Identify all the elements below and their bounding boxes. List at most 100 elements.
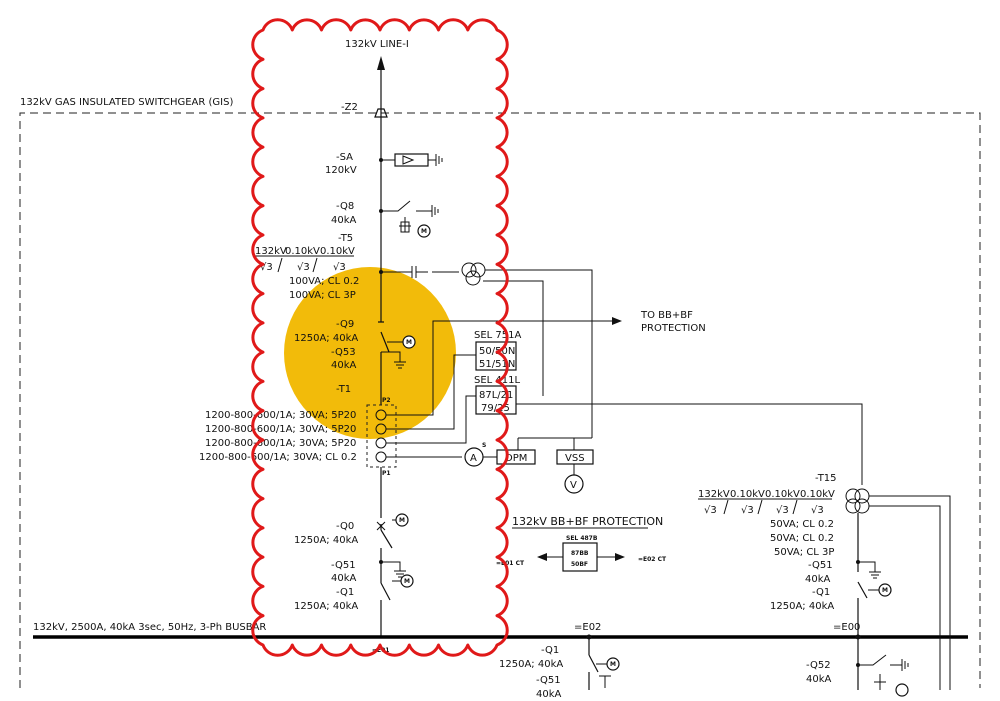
- q9-disconnector: [378, 315, 390, 405]
- svg-text:√3: √3: [776, 505, 789, 516]
- svg-text:0.10kV: 0.10kV: [765, 489, 800, 500]
- svg-text:50BF: 50BF: [571, 561, 588, 568]
- t1-label: -T1: [336, 384, 351, 395]
- revision-cloud: [251, 18, 509, 657]
- svg-text:√3: √3: [811, 505, 824, 516]
- t1-p2: P2: [382, 397, 391, 404]
- q0-rating: 1250A; 40kA: [294, 535, 358, 546]
- svg-text:79/25: 79/25: [481, 403, 510, 414]
- svg-text:0.10kV: 0.10kV: [285, 246, 320, 257]
- bay3-q51-rating: 40kA: [805, 574, 831, 585]
- q8-motor-icon: [417, 224, 431, 238]
- highlight-circle: [284, 267, 456, 439]
- bay2-q1-motor-icon: [606, 657, 620, 671]
- svg-text:51/51N: 51/51N: [479, 359, 515, 370]
- e00-label: =E00: [833, 622, 860, 633]
- busbar-label: 132kV, 2500A, 40kA 3sec, 50Hz, 3-Ph BUSB…: [33, 622, 266, 633]
- vss-label: VSS: [565, 453, 585, 464]
- dpm-label: DPM: [505, 453, 527, 464]
- svg-text:M: M: [882, 587, 888, 594]
- q8-earthing-switch: [381, 200, 439, 217]
- bbbf-relay-name: SEL 487B: [566, 535, 598, 542]
- t5-vt-winding-2: [470, 262, 486, 278]
- svg-text:M: M: [421, 228, 427, 235]
- t15-burden-3: 50VA; CL 3P: [774, 547, 834, 558]
- vss-box: [556, 449, 594, 465]
- q0-breaker: [380, 524, 393, 562]
- gis-enclosure: [19, 112, 981, 688]
- z2-label: -Z2: [341, 102, 358, 113]
- svg-text:132kV: 132kV: [698, 489, 730, 500]
- svg-text:0.10kV: 0.10kV: [730, 489, 765, 500]
- ammeter-label: A: [470, 453, 477, 464]
- t1-core-2: 1200-800-600/1A; 30VA; 5P20: [205, 424, 356, 435]
- bay3-q52-rating: 40kA: [806, 674, 832, 685]
- bay2-q51-rating: 40kA: [536, 689, 562, 700]
- t5-burden-1: 100VA; CL 0.2: [289, 276, 359, 287]
- q8-rating: 40kA: [331, 215, 357, 226]
- t15-burden-1: 50VA; CL 0.2: [770, 519, 834, 530]
- bbbf-left-ct: =E01 CT: [496, 560, 525, 567]
- t15-burden-2: 50VA; CL 0.2: [770, 533, 834, 544]
- svg-text:M: M: [404, 578, 410, 585]
- svg-text:87BB: 87BB: [571, 550, 589, 557]
- svg-text:132kV: 132kV: [255, 246, 287, 257]
- q0-motor-icon: [395, 513, 409, 527]
- q9-label: -Q9: [336, 319, 354, 330]
- svg-text:0.10kV: 0.10kV: [800, 489, 835, 500]
- to-bbbf-label-1: TO BB+BF: [640, 310, 693, 321]
- t5-burden-2: 100VA; CL 3P: [289, 290, 356, 301]
- svg-text:M: M: [399, 517, 405, 524]
- bay3-q1-label: -Q1: [812, 587, 830, 598]
- t5-label: -T5: [338, 233, 353, 244]
- bay3-main-line: [857, 513, 868, 690]
- q9-rating: 1250A; 40kA: [294, 333, 358, 344]
- q53-label: -Q53: [331, 347, 356, 358]
- bay2-q51-label: -Q51: [536, 675, 561, 686]
- bay2-q1-label: -Q1: [541, 645, 559, 656]
- q51-motor-icon: [400, 574, 414, 588]
- q1-rating: 1250A; 40kA: [294, 601, 358, 612]
- bay2-q1-rating: 1250A; 40kA: [499, 659, 563, 670]
- e01-label: =E01: [372, 647, 389, 654]
- gis-title: 132kV GAS INSULATED SWITCHGEAR (GIS): [20, 97, 233, 108]
- sa-rating: 120kV: [325, 165, 357, 176]
- bay3-q52-label: -Q52: [806, 660, 831, 671]
- t1-core-4: 1200-800-600/1A; 30VA; CL 0.2: [199, 452, 357, 463]
- q1-disconnector: [380, 562, 391, 637]
- q9-motor-icon: [402, 335, 416, 349]
- sel751-title: SEL 751A: [474, 330, 522, 341]
- bay3-q1-rating: 1250A; 40kA: [770, 601, 834, 612]
- line-arrow: [377, 56, 385, 70]
- t1-core-1: 1200-800-600/1A; 30VA; 5P20: [205, 410, 356, 421]
- t15-vt-winding-1: [845, 488, 861, 504]
- svg-text:87L/21: 87L/21: [479, 390, 513, 401]
- svg-text:√3: √3: [260, 262, 273, 273]
- t1-ct-enclosure: [366, 404, 397, 468]
- sa-label: -SA: [336, 152, 353, 163]
- ct-mark: S: [482, 442, 486, 449]
- sel751-relay-box: [475, 341, 517, 371]
- bay3-q52-motor-icon: [895, 683, 909, 697]
- z2-bushing-symbol: [374, 108, 388, 118]
- svg-text:M: M: [406, 339, 412, 346]
- line-label: 132kV LINE-I: [345, 39, 409, 50]
- q51-rating: 40kA: [331, 573, 357, 584]
- bay3-q51-label: -Q51: [808, 560, 833, 571]
- surge-arrester-symbol: [394, 153, 429, 167]
- q1-label: -Q1: [336, 587, 354, 598]
- to-bbbf-arrow: [612, 317, 622, 325]
- t1-core-3: 1200-800-600/1A; 30VA; 5P20: [205, 438, 356, 449]
- svg-text:√3: √3: [741, 505, 754, 516]
- e02-label: =E02: [574, 622, 601, 633]
- svg-text:0.10kV: 0.10kV: [320, 246, 355, 257]
- bbbf-title: 132kV BB+BF PROTECTION: [512, 515, 663, 528]
- q53-rating: 40kA: [331, 360, 357, 371]
- svg-text:√3: √3: [297, 262, 310, 273]
- t5-vt-winding-1: [461, 262, 477, 278]
- bbbf-right-ct: =E02 CT: [638, 556, 667, 563]
- svg-text:√3: √3: [333, 262, 346, 273]
- bay3-q51-motor-icon: [878, 583, 892, 597]
- svg-text:√3: √3: [704, 505, 717, 516]
